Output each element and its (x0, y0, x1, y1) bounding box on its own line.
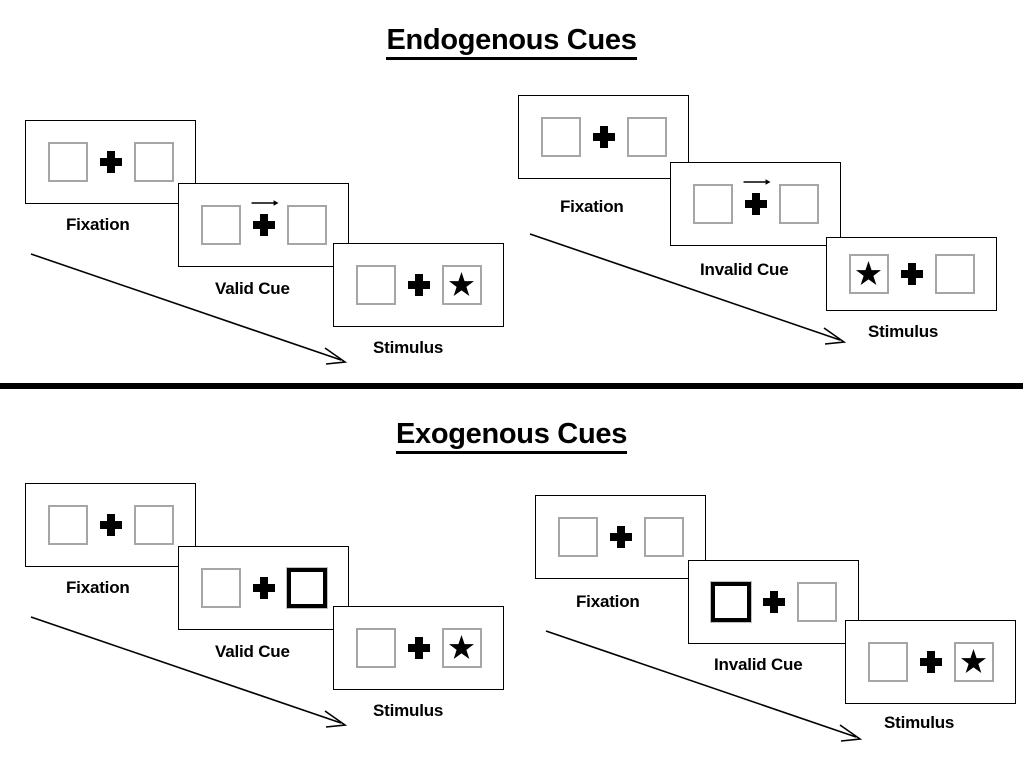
endogenous-invalid-fixation-frame (518, 95, 689, 179)
exogenous-section-title: Exogenous Cues (0, 418, 1023, 454)
exogenous-invalid-fixation-label: Fixation (576, 592, 640, 611)
endogenous-valid-stimulus-label: Stimulus (373, 338, 444, 357)
fixation-cross-icon (919, 651, 942, 673)
right-placeholder-box (643, 517, 684, 557)
right-target-box (441, 628, 482, 668)
left-placeholder-box (540, 117, 581, 157)
right-placeholder-box (286, 205, 327, 245)
endogenous-valid-fixation-frame (25, 120, 196, 204)
exogenous-valid-stimulus-label: Stimulus (373, 701, 444, 720)
star-target-icon (961, 649, 986, 674)
right-placeholder-box (133, 142, 174, 182)
endogenous-invalid-stimulus-label: Stimulus (868, 322, 939, 341)
endogenous-valid-cue-label: Valid Cue (215, 279, 290, 298)
exogenous-invalid-stimulus-label: Stimulus (884, 713, 955, 732)
fixation-cross-icon (99, 514, 122, 536)
exogenous-valid-fixation-frame (25, 483, 196, 567)
fixation-cross-icon (900, 263, 923, 285)
left-placeholder-box (200, 205, 241, 245)
fixation-cross-icon (762, 591, 785, 613)
right-placeholder-box (796, 582, 837, 622)
endogenous-valid-fixation-label: Fixation (66, 215, 130, 234)
exogenous-valid-cue-label: Valid Cue (215, 642, 290, 661)
right-placeholder-box (133, 505, 174, 545)
exogenous-valid-time-arrow (30, 616, 348, 728)
exogenous-invalid-stimulus-frame (845, 620, 1016, 704)
right-placeholder-box (934, 254, 975, 294)
right-target-box (953, 642, 994, 682)
exogenous-invalid-cue-label: Invalid Cue (714, 655, 803, 674)
endogenous-invalid-fixation-label: Fixation (560, 197, 624, 216)
endogenous-section-title: Endogenous Cues (0, 24, 1023, 60)
right-cue-flash-box (286, 568, 327, 608)
fixation-cross-icon (592, 126, 615, 148)
left-placeholder-box (200, 568, 241, 608)
endogenous-invalid-time-arrow (529, 233, 847, 345)
exogenous-valid-cue-frame (178, 546, 349, 630)
exogenous-title-text: Exogenous Cues (395, 418, 627, 454)
section-divider (0, 383, 1023, 389)
fixation-cross-icon (99, 151, 122, 173)
exogenous-invalid-time-arrow (545, 630, 863, 742)
left-target-box (848, 254, 889, 294)
arrow-cue-right-icon (251, 200, 279, 206)
left-placeholder-box (867, 642, 908, 682)
right-target-box (441, 265, 482, 305)
fixation-cross-icon (251, 200, 279, 236)
star-target-icon (449, 272, 474, 297)
left-placeholder-box (47, 505, 88, 545)
endogenous-invalid-cue-frame (670, 162, 841, 246)
left-placeholder-box (355, 628, 396, 668)
fixation-cross-icon (609, 526, 632, 548)
endogenous-title-text: Endogenous Cues (386, 24, 637, 60)
exogenous-valid-stimulus-frame (333, 606, 504, 690)
fixation-cross-icon (407, 274, 430, 296)
right-placeholder-box (778, 184, 819, 224)
left-placeholder-box (355, 265, 396, 305)
endogenous-valid-stimulus-frame (333, 243, 504, 327)
right-placeholder-box (626, 117, 667, 157)
fixation-cross-icon (407, 637, 430, 659)
endogenous-valid-cue-frame (178, 183, 349, 267)
left-placeholder-box (47, 142, 88, 182)
star-target-icon (856, 261, 881, 286)
fixation-cross-icon (743, 179, 771, 215)
arrow-cue-right-icon (743, 179, 771, 185)
exogenous-invalid-cue-frame (688, 560, 859, 644)
left-cue-flash-box (710, 582, 751, 622)
fixation-cross-icon (252, 577, 275, 599)
left-placeholder-box (692, 184, 733, 224)
endogenous-invalid-stimulus-frame (826, 237, 997, 311)
endogenous-invalid-cue-label: Invalid Cue (700, 260, 789, 279)
star-target-icon (449, 635, 474, 660)
left-placeholder-box (557, 517, 598, 557)
exogenous-valid-fixation-label: Fixation (66, 578, 130, 597)
endogenous-valid-time-arrow (30, 253, 348, 365)
exogenous-invalid-fixation-frame (535, 495, 706, 579)
